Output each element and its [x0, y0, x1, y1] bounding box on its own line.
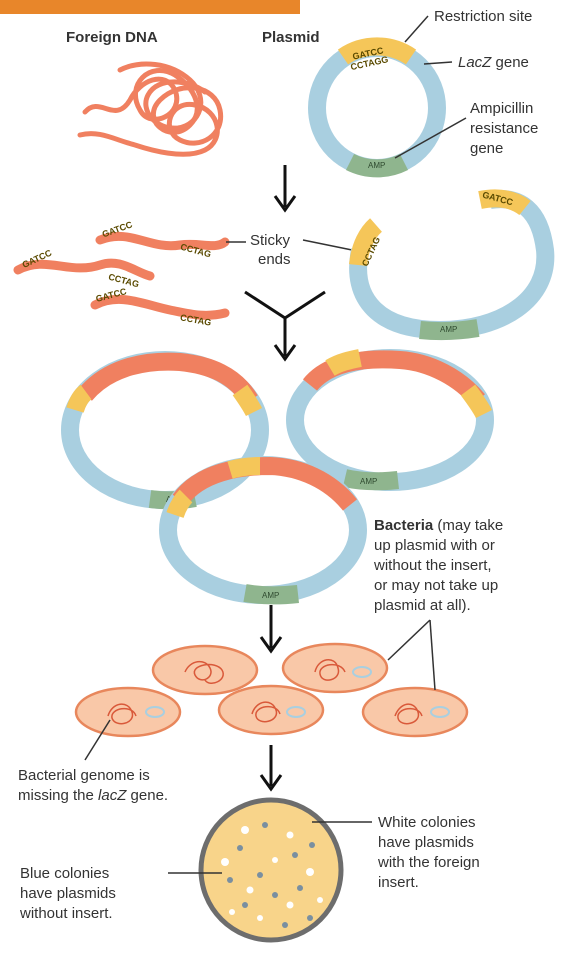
- arrow-merge: [245, 292, 325, 359]
- label-bacteria-3: without the insert,: [373, 557, 492, 574]
- agar-plate: [201, 800, 341, 940]
- bacterium-4: [219, 686, 323, 734]
- amp-label-top: AMP: [368, 161, 385, 170]
- leader-sticky-right: [303, 240, 352, 250]
- recombinant-plasmid-1: AMP: [70, 360, 260, 504]
- label-restriction-site: Restriction site: [434, 8, 532, 25]
- top-banner: [0, 0, 300, 14]
- label-bacteria-4: or may not take up: [374, 577, 498, 594]
- foreign-dna-tangle: [80, 64, 221, 154]
- label-blue-2: have plasmids: [20, 885, 116, 902]
- label-genome-1: Bacterial genome is: [18, 767, 150, 784]
- arrow-down-4: [261, 745, 281, 789]
- label-blue-3: without insert.: [19, 905, 113, 922]
- label-white-2: have plasmids: [378, 834, 474, 851]
- label-white-3: with the foreign: [377, 854, 480, 871]
- header-foreign-dna: Foreign DNA: [66, 29, 158, 46]
- svg-text:AMP: AMP: [262, 591, 279, 600]
- label-sticky-2: ends: [258, 251, 291, 268]
- label-genome-2: missing the lacZ gene.: [18, 787, 168, 804]
- label-white-1: White colonies: [378, 814, 476, 831]
- label-ampicillin-1: Ampicillin: [470, 100, 533, 117]
- bacterium-5: [363, 688, 467, 736]
- label-sticky-1: Sticky: [250, 232, 291, 249]
- lacz-italic: LacZ: [458, 54, 492, 71]
- label-bacteria-2: up plasmid with or: [374, 537, 495, 554]
- label-bacteria-5: plasmid at all).: [374, 597, 471, 614]
- label-lacz-gene: LacZ gene: [458, 54, 529, 71]
- bacteria-pointers: [388, 620, 435, 690]
- label-blue-1: Blue colonies: [20, 865, 109, 882]
- plasmid-top: GATCC CCTAGG AMP: [317, 45, 437, 170]
- label-bacteria-1: Bacteria (may take: [374, 517, 503, 534]
- header-plasmid: Plasmid: [262, 29, 320, 46]
- arrow-down-1: [275, 165, 295, 210]
- svg-text:AMP: AMP: [360, 477, 377, 486]
- label-ampicillin-3: gene: [470, 140, 503, 157]
- arrow-down-3: [261, 605, 281, 651]
- dna-fragment-2: GATCC CCTAG: [18, 247, 150, 289]
- leader-restriction: [405, 16, 428, 42]
- lacz-rest: gene: [491, 54, 529, 71]
- bacteria-bold: Bacteria: [374, 517, 434, 534]
- opened-plasmid: CCTAG GATCC AMP: [358, 190, 545, 334]
- bacterium-3: [76, 688, 180, 736]
- recombinant-plasmid-3: AMP: [168, 465, 358, 600]
- svg-text:AMP: AMP: [440, 325, 457, 334]
- label-white-4: insert.: [378, 874, 419, 891]
- label-ampicillin-2: resistance: [470, 120, 538, 137]
- bacterium-2: [283, 644, 387, 692]
- dna-fragment-1: GATCC CCTAG: [100, 219, 225, 259]
- recombinant-plasmid-2: AMP: [295, 358, 485, 486]
- dna-fragment-3: GATCC CCTAG: [95, 286, 225, 328]
- bacterium-1: [153, 646, 257, 694]
